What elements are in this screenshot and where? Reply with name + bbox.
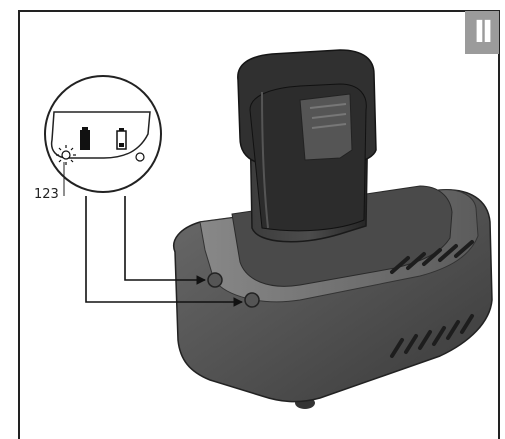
led-blink-icon	[56, 145, 76, 165]
battery-full-icon	[80, 127, 90, 150]
callout-detail	[44, 75, 162, 196]
battery-empty-icon	[116, 128, 127, 150]
callout-number: 123	[34, 187, 59, 202]
led-upper	[207, 272, 223, 288]
led-off-icon	[135, 152, 145, 162]
frame-border	[18, 10, 500, 439]
indicator-arrows	[85, 196, 243, 307]
battery-pack	[237, 49, 377, 243]
led-lower	[244, 292, 260, 308]
section-badge: II	[465, 11, 499, 54]
